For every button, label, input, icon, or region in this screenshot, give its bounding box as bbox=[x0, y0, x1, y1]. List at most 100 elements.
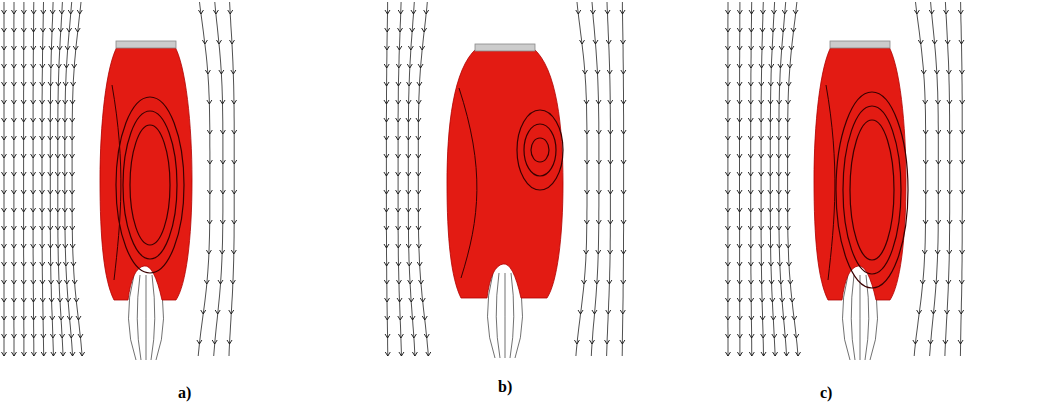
flow-arrow bbox=[770, 298, 775, 302]
flow-arrow bbox=[784, 352, 789, 356]
wake-line bbox=[860, 275, 861, 360]
flow-arrow bbox=[426, 352, 431, 356]
flow-arrow bbox=[960, 190, 965, 194]
flow-arrow bbox=[737, 280, 742, 284]
flow-arrow bbox=[60, 334, 65, 338]
flow-arrow bbox=[935, 250, 940, 254]
flow-arrow bbox=[63, 244, 68, 248]
flow-arrow bbox=[71, 262, 76, 266]
flow-arrow bbox=[959, 310, 964, 314]
flow-arrow bbox=[63, 262, 68, 266]
flow-arrow bbox=[411, 10, 416, 14]
droplets bbox=[100, 41, 908, 300]
flow-arrow bbox=[780, 298, 785, 302]
flow-arrow bbox=[785, 154, 790, 158]
flow-arrow bbox=[749, 298, 754, 302]
flow-arrow bbox=[40, 262, 45, 266]
flow-arrow bbox=[748, 190, 753, 194]
vortex-line bbox=[843, 106, 901, 274]
flow-arrow bbox=[768, 136, 773, 140]
flow-arrow bbox=[737, 154, 742, 158]
flow-arrow bbox=[1, 10, 6, 14]
flow-arrow bbox=[410, 28, 415, 32]
streamline bbox=[42, 2, 44, 356]
flow-arrow bbox=[11, 172, 16, 176]
flow-arrow bbox=[40, 154, 45, 158]
flow-arrow bbox=[607, 70, 612, 74]
flow-arrow bbox=[232, 220, 237, 224]
streamline bbox=[945, 2, 950, 356]
flow-arrow bbox=[1, 136, 6, 140]
flow-arrow bbox=[725, 190, 730, 194]
streamline bbox=[751, 2, 752, 356]
flow-arrow bbox=[397, 46, 402, 50]
flow-arrow bbox=[759, 46, 764, 50]
flow-arrow bbox=[396, 208, 401, 212]
flow-arrow bbox=[384, 100, 389, 104]
flow-arrow bbox=[929, 10, 934, 14]
flow-arrow bbox=[725, 10, 730, 14]
flow-arrow bbox=[56, 262, 61, 266]
flow-arrow bbox=[31, 46, 36, 50]
flow-arrow bbox=[1, 334, 6, 338]
panel-label: b) bbox=[496, 378, 514, 396]
flow-arrow bbox=[31, 226, 36, 230]
flow-arrow bbox=[737, 82, 742, 86]
flow-arrow bbox=[416, 244, 421, 248]
flow-arrow bbox=[396, 190, 401, 194]
flow-arrow bbox=[217, 40, 222, 44]
flow-arrow bbox=[41, 334, 46, 338]
flow-arrow bbox=[396, 136, 401, 140]
flow-arrow bbox=[725, 100, 730, 104]
flow-arrow bbox=[936, 220, 941, 224]
flow-arrow bbox=[396, 226, 401, 230]
flow-arrow bbox=[416, 136, 421, 140]
flow-arrow bbox=[777, 100, 782, 104]
flow-arrow bbox=[1, 64, 6, 68]
flow-arrow bbox=[67, 316, 72, 320]
flow-arrow bbox=[934, 280, 939, 284]
vortex-line bbox=[850, 120, 894, 260]
flow-arrow bbox=[48, 136, 53, 140]
flow-arrow bbox=[737, 208, 742, 212]
flow-arrow bbox=[769, 64, 774, 68]
flow-arrow bbox=[748, 82, 753, 86]
flow-arrow bbox=[31, 82, 36, 86]
flow-arrow bbox=[776, 190, 781, 194]
flow-arrow bbox=[596, 100, 601, 104]
flow-arrow bbox=[55, 190, 60, 194]
flow-arrow bbox=[396, 262, 401, 266]
flow-arrow bbox=[782, 10, 787, 14]
flow-arrow bbox=[384, 190, 389, 194]
flow-arrow bbox=[384, 172, 389, 176]
flow-arrow bbox=[69, 334, 74, 338]
flow-arrow bbox=[749, 10, 754, 14]
flow-arrow bbox=[934, 70, 939, 74]
flow-arrow bbox=[396, 172, 401, 176]
flow-arrow bbox=[593, 40, 598, 44]
flow-arrow bbox=[761, 334, 766, 338]
flow-arrow bbox=[31, 172, 36, 176]
flow-arrow bbox=[737, 100, 742, 104]
flow-arrow bbox=[424, 334, 429, 338]
flow-arrow bbox=[608, 130, 613, 134]
flow-arrow bbox=[64, 64, 69, 68]
flow-arrow bbox=[406, 136, 411, 140]
flow-arrow bbox=[620, 340, 625, 344]
flow-arrow bbox=[1, 46, 6, 50]
flow-arrow bbox=[594, 280, 599, 284]
flow-arrow bbox=[748, 118, 753, 122]
flow-arrow bbox=[40, 100, 45, 104]
flow-arrow bbox=[227, 340, 232, 344]
flow-arrow bbox=[621, 70, 626, 74]
flow-arrow bbox=[11, 10, 16, 14]
flow-arrow bbox=[58, 28, 63, 32]
flow-arrow bbox=[777, 262, 782, 266]
flow-arrow bbox=[759, 154, 764, 158]
flow-arrow bbox=[786, 100, 791, 104]
flow-arrow bbox=[913, 340, 918, 344]
flow-arrow bbox=[946, 70, 951, 74]
flow-arrow bbox=[31, 280, 36, 284]
flow-arrow bbox=[11, 46, 16, 50]
flow-arrow bbox=[41, 10, 46, 14]
